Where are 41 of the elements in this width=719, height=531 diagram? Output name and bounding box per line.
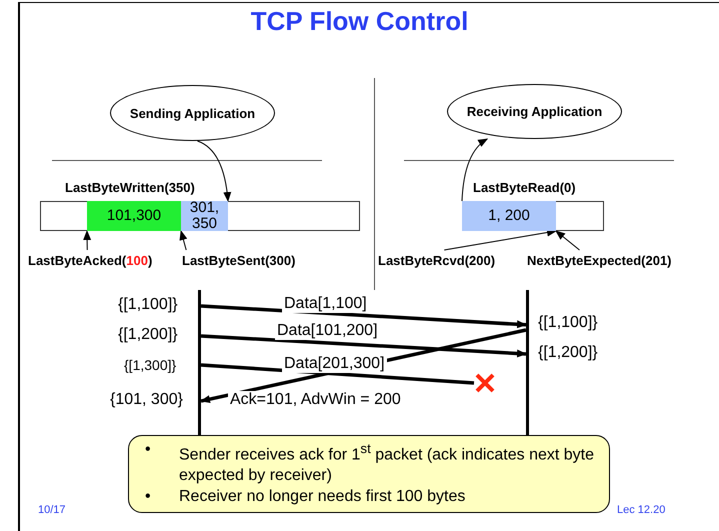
arrow: [196, 140, 232, 202]
buffer-segment: 301, 350: [181, 201, 228, 231]
bullet-mark: •: [145, 440, 152, 460]
buffer-bar: [40, 201, 360, 231]
pointer-label: NextByteExpected(201): [527, 250, 702, 270]
cross-mark-icon: [474, 372, 496, 394]
text-label: Lec 12.20: [617, 504, 666, 516]
arrow: [462, 138, 488, 202]
buffer-segment: 1, 200: [462, 201, 556, 231]
arrow: [555, 230, 580, 250]
buffer-segment: 101,300: [87, 201, 181, 231]
pointer-label: LastByteRcvd(200): [378, 250, 522, 270]
process-ellipse: Sending Application: [110, 85, 275, 141]
text-label: LastByteWritten(350): [65, 180, 195, 195]
timeline-bar: [526, 290, 529, 435]
arrow: [180, 230, 188, 250]
edge-label: Data[201,300]: [282, 355, 387, 373]
buffer-bar: [462, 201, 604, 231]
note-box: [128, 435, 610, 513]
text-label: 10/17: [38, 504, 66, 516]
slide-title: TCP Flow Control: [250, 6, 470, 37]
arrow: [200, 304, 527, 328]
edge-label: Data[1,100]: [282, 295, 369, 313]
arrow: [200, 334, 527, 358]
process-ellipse: Receiving Application: [447, 84, 622, 139]
text-label: {101, 300}: [110, 391, 183, 409]
text-label: {[1,200]}: [118, 326, 178, 344]
text-label: {[1,300]}: [124, 357, 176, 373]
text-label: LastByteRead(0): [473, 180, 576, 195]
arrow: [83, 230, 92, 250]
bullet-text: Receiver no longer needs first 100 bytes: [179, 486, 466, 507]
edge-label: Ack=101, AdvWin = 200: [228, 391, 403, 409]
text-label: {[1,100]}: [538, 314, 598, 332]
arrow: [444, 228, 557, 250]
timeline-bar: [198, 290, 201, 435]
pointer-label: LastByteAcked(100): [28, 250, 180, 270]
text-label: {[1,200]}: [538, 344, 598, 362]
text-label: {[1,100]}: [118, 296, 178, 314]
pointer-label: LastByteSent(300): [182, 250, 322, 270]
bullet-text: Sender receives ack for 1$^{st}$ packet (ack indicates next byte expected by receiver): [179, 440, 596, 486]
bullet-mark: •: [145, 486, 152, 507]
